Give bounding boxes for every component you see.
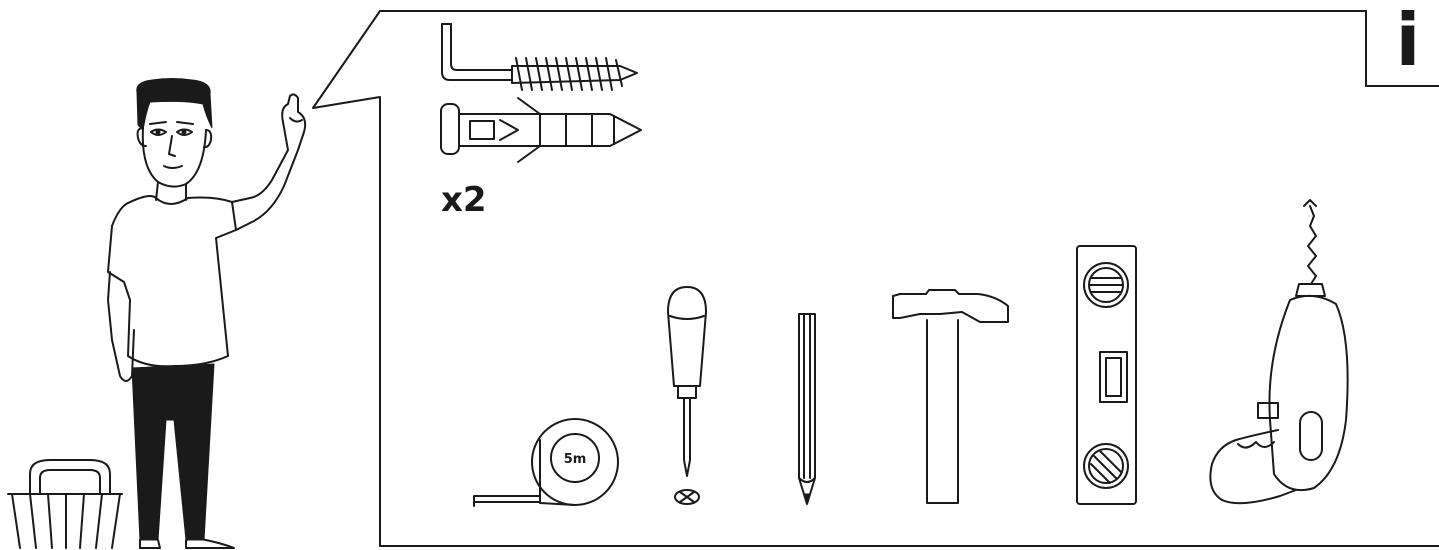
pencil-icon: [798, 313, 816, 506]
speech-bubble-panel: [312, 10, 1439, 547]
info-symbol: i: [1395, 0, 1421, 82]
tape-measure-icon: 5m: [473, 418, 619, 507]
quantity-label: x2: [441, 180, 487, 220]
info-icon: [1365, 10, 1439, 87]
screwdriver-icon: [667, 286, 707, 505]
tape-measure-label: 5m: [564, 452, 587, 467]
wall-plug-icon: [440, 97, 642, 163]
drill-icon: [1209, 199, 1349, 505]
spirit-level-icon: [1076, 245, 1137, 505]
hook-screw-icon: [441, 23, 638, 91]
basket-icon: [7, 459, 123, 549]
person-icon: [107, 78, 307, 549]
hammer-icon: [892, 289, 1009, 504]
